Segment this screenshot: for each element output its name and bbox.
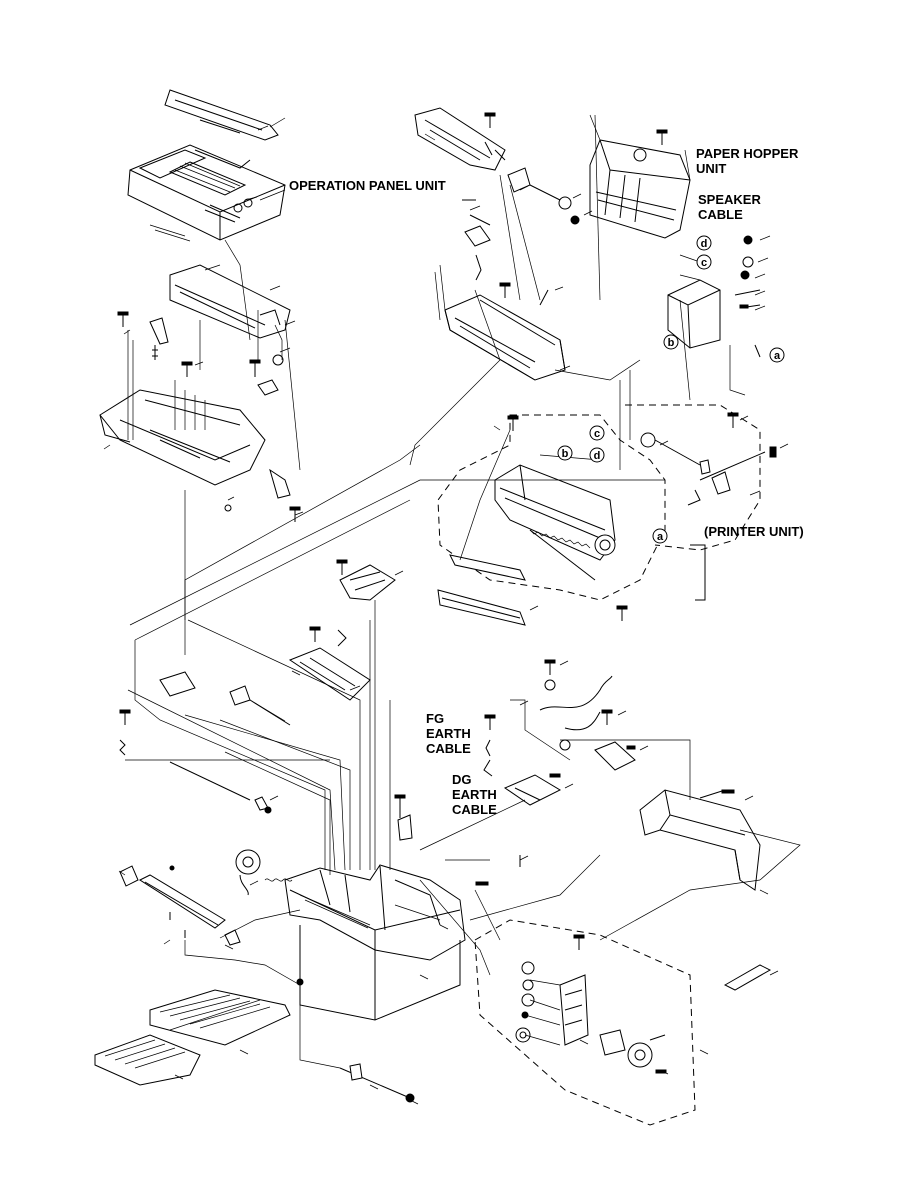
callout-c-printer: c: [589, 425, 605, 441]
fg-earth-cable-line3: CABLE: [426, 741, 471, 756]
callout-text: c: [594, 428, 600, 440]
paper-hopper: [589, 114, 691, 239]
callout-text: d: [701, 238, 708, 250]
operation-panel-unit-label: OPERATION PANEL UNIT: [289, 178, 446, 193]
control-board: [288, 626, 371, 701]
right-rear-cover: [639, 789, 761, 891]
earth-cables: [483, 659, 636, 806]
operation-panel: [127, 144, 286, 242]
callout-a-top: a: [769, 347, 785, 363]
callout-a-printer: a: [652, 528, 668, 544]
printer-unit-label: (PRINTER UNIT): [704, 524, 804, 539]
callout-c-top: c: [696, 254, 712, 270]
top-center-parts: [414, 107, 580, 281]
paper-hopper-unit-line1: PAPER HOPPER: [696, 146, 799, 161]
callout-text: a: [657, 531, 664, 543]
speaker-cable-line1: SPEAKER: [698, 192, 761, 207]
paper-hopper-unit-label: PAPER HOPPER UNIT: [696, 146, 798, 176]
fg-earth-cable-label: FG EARTH CABLE: [426, 711, 471, 756]
callout-d-top: d: [696, 235, 712, 251]
left-chassis: [99, 330, 291, 512]
leader-lines: [125, 114, 801, 1069]
callout-text: b: [562, 448, 569, 460]
speaker-cable-label: SPEAKER CABLE: [698, 192, 761, 222]
operation-panel-unit-text: OPERATION PANEL UNIT: [289, 178, 446, 193]
callout-text: c: [701, 257, 707, 269]
speaker-cable-line2: CABLE: [698, 207, 743, 222]
speaker-bracket: [667, 235, 761, 358]
callout-b-top: b: [663, 334, 679, 350]
bottom-trays: [94, 989, 291, 1086]
fg-earth-cable-line2: EARTH: [426, 726, 471, 741]
dg-earth-cable-label: DG EARTH CABLE: [452, 772, 497, 817]
printer-unit-text: (PRINTER UNIT): [704, 524, 804, 539]
panel-cradle: [169, 264, 291, 339]
callout-text: b: [668, 337, 675, 349]
bottom-shaft: [339, 1063, 415, 1103]
panel-cover: [164, 89, 286, 141]
callout-b-printer: b: [557, 445, 573, 461]
fg-earth-cable-line1: FG: [426, 711, 445, 726]
screws-left: [117, 311, 301, 522]
callout-text: a: [774, 350, 781, 362]
main-base: [284, 794, 521, 1021]
dg-earth-cable-line1: DG: [452, 772, 472, 787]
paper-hopper-unit-line2: UNIT: [696, 161, 727, 176]
part-ticks: [103, 125, 789, 1105]
callout-d-printer: d: [589, 447, 605, 463]
cable-tie: [723, 964, 772, 991]
left-rail-and-gear: [119, 849, 304, 986]
feed-guides: [437, 554, 628, 626]
center-bracket: [336, 559, 396, 601]
motor-gear-assembly: [474, 919, 696, 1126]
center-tray: [434, 264, 566, 381]
callout-text: d: [594, 450, 601, 462]
left-small-parts: [119, 671, 291, 814]
dg-earth-cable-line2: EARTH: [452, 787, 497, 802]
dg-earth-cable-line3: CABLE: [452, 802, 497, 817]
